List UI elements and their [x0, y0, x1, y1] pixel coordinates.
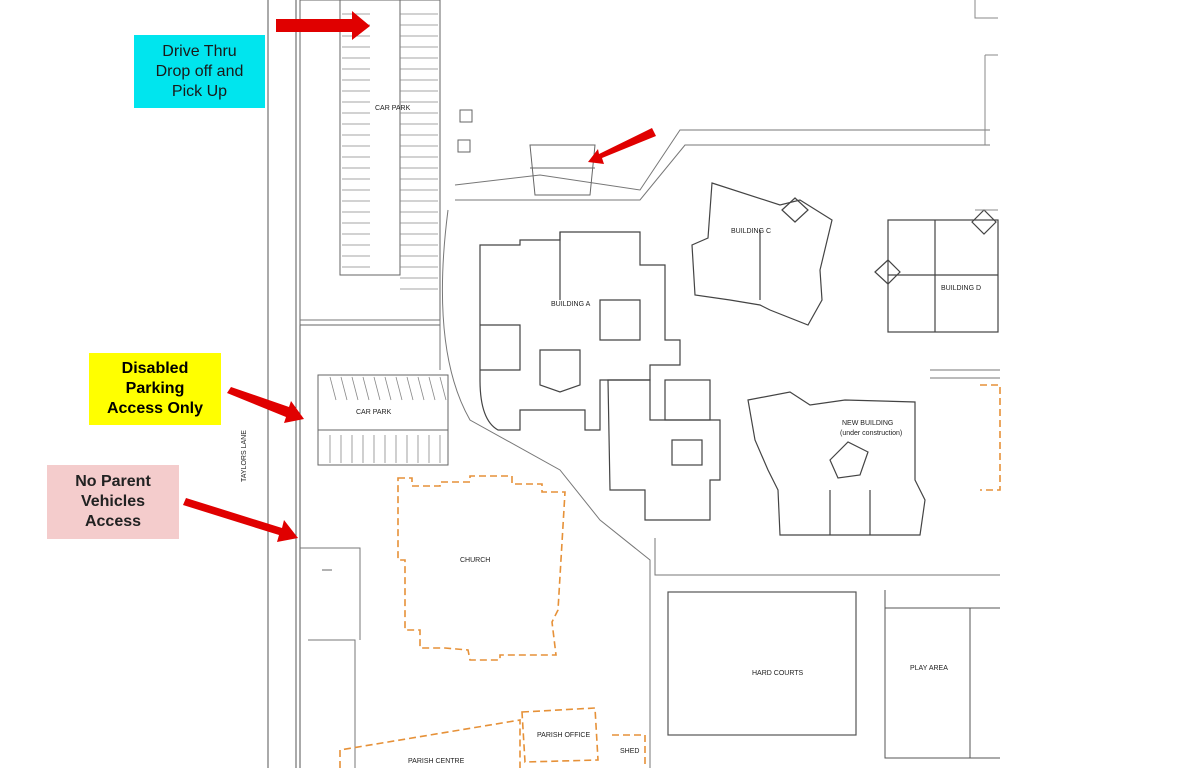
no-parent-vehicles-callout: No Parent Vehicles Access: [47, 465, 179, 539]
parish-outlines: [339, 384, 1001, 768]
small-structures: [322, 109, 596, 571]
arrow-drive-thru: [276, 11, 370, 40]
label-taylors-lane: TAYLORS LANE: [241, 430, 248, 482]
new-building: [747, 391, 926, 536]
car-park-top-bays: [342, 13, 438, 290]
disabled-line-2: Parking: [125, 380, 185, 397]
right-edge: [974, 0, 998, 211]
arrow-building-a-entrance: [588, 128, 656, 164]
label-building-d: BUILDING D: [941, 285, 981, 292]
label-parish-centre: PARISH CENTRE: [408, 758, 465, 765]
car-park-top: [299, 0, 441, 326]
drive-thru-callout: Drive Thru Drop off and Pick Up: [134, 35, 265, 108]
label-play-area: PLAY AREA: [910, 665, 948, 672]
disabled-line-3: Access Only: [106, 400, 204, 417]
car-park-mid: [317, 374, 449, 466]
road-lines: [267, 0, 301, 768]
car-park-mid-bays: [329, 376, 447, 463]
label-shed: SHED: [620, 748, 639, 755]
play-area: [884, 590, 1000, 759]
label-car-park-mid: CAR PARK: [356, 409, 392, 416]
central-buildings: [607, 379, 721, 521]
label-church: CHURCH: [460, 557, 490, 564]
church-outline: [397, 475, 566, 661]
label-hard-courts: HARD COURTS: [752, 670, 804, 677]
no-parent-line-3: Access: [84, 513, 142, 530]
disabled-line-1: Disabled: [121, 360, 189, 377]
disabled-parking-callout: Disabled Parking Access Only: [89, 353, 221, 425]
building-a: [479, 231, 681, 431]
label-building-c: BUILDING C: [731, 228, 771, 235]
arrow-no-parent: [183, 498, 298, 542]
hard-courts: [667, 591, 857, 736]
no-parent-line-1: No Parent: [75, 473, 151, 490]
label-new-building: NEW BUILDING: [842, 420, 893, 427]
label-parish-office: PARISH OFFICE: [537, 732, 590, 739]
label-under-construction: (under construction): [840, 430, 902, 437]
building-d: [874, 209, 999, 333]
building-c: [691, 182, 833, 326]
label-car-park-top: CAR PARK: [375, 105, 411, 112]
no-parent-line-2: Vehicles: [80, 493, 146, 510]
drive-thru-line-3: Pick Up: [171, 82, 228, 100]
drive-thru-line-2: Drop off and: [155, 62, 244, 80]
site-paths: [300, 129, 1000, 768]
arrow-disabled-parking: [227, 387, 304, 423]
drive-thru-line-1: Drive Thru: [162, 42, 237, 60]
label-building-a: BUILDING A: [551, 301, 591, 308]
